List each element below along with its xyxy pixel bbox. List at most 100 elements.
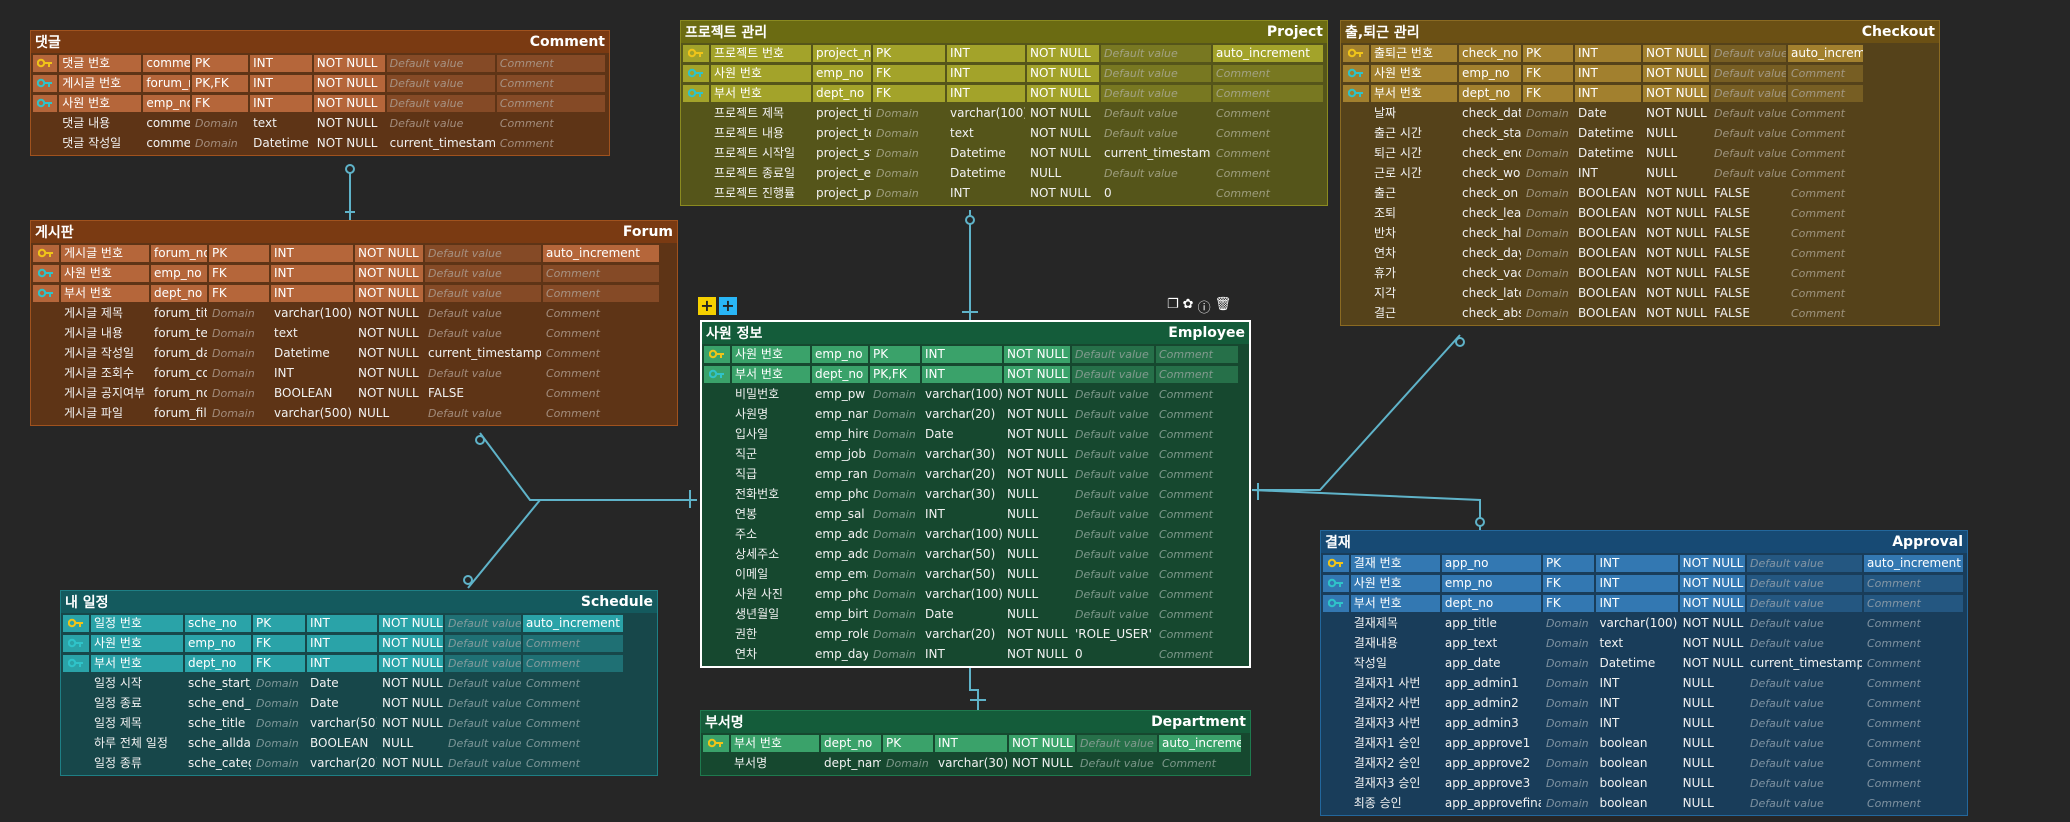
column-comment: Comment <box>1788 84 1863 102</box>
column-row[interactable]: 상세주소emp_address2Domainvarchar(50)NULLDef… <box>704 544 1247 564</box>
trash-icon[interactable]: 🗑 <box>1214 297 1232 312</box>
column-default: Default value <box>1080 756 1154 770</box>
column-nullable: NOT NULL <box>382 675 443 690</box>
column-type: varchar(100) <box>950 105 1025 120</box>
copy-icon[interactable]: ❐ <box>1167 297 1179 312</box>
column-type: varchar(20) <box>310 755 377 770</box>
info-icon[interactable]: ⓘ <box>1197 301 1211 316</box>
column-label: 부서 번호 <box>61 284 149 302</box>
add-column-button[interactable]: + <box>698 297 716 315</box>
column-row[interactable]: 이메일emp_emailDomainvarchar(50)NULLDefault… <box>704 564 1247 584</box>
column-row[interactable]: 주소emp_addressDomainvarchar(100)NULLDefau… <box>704 524 1247 544</box>
column-comment: Comment <box>1159 647 1213 661</box>
column-row[interactable]: 프로젝트 제목project_titleDomainvarchar(100)NO… <box>683 103 1325 123</box>
column-row[interactable]: 퇴근 시간check_end_timeDomainDatetimeNULLDef… <box>1343 143 1937 163</box>
column-row[interactable]: 프로젝트 종료일project_endDomainDatetimeNULLDef… <box>683 163 1325 183</box>
column-row[interactable]: 전화번호emp_phoneDomainvarchar(30)NULLDefaul… <box>704 484 1247 504</box>
add-index-button[interactable]: + <box>719 297 737 315</box>
palette-icon[interactable]: ✿ <box>1182 297 1194 312</box>
column-row[interactable]: 근로 시간check_work_timeDomainINTNULLDefault… <box>1343 163 1937 183</box>
column-row[interactable]: 출근 시간check_start_timeDomainDatetimeNULLD… <box>1343 123 1937 143</box>
column-row[interactable]: 사원 사진emp_photoDomainvarchar(100)NULLDefa… <box>704 584 1247 604</box>
column-keytype: Domain <box>876 126 919 140</box>
column-keytype: Domain <box>1526 246 1569 260</box>
column-row[interactable]: 게시글 파일forum_filesDomainvarchar(500)NULLD… <box>33 403 675 423</box>
column-comment: auto_increment <box>523 614 623 632</box>
